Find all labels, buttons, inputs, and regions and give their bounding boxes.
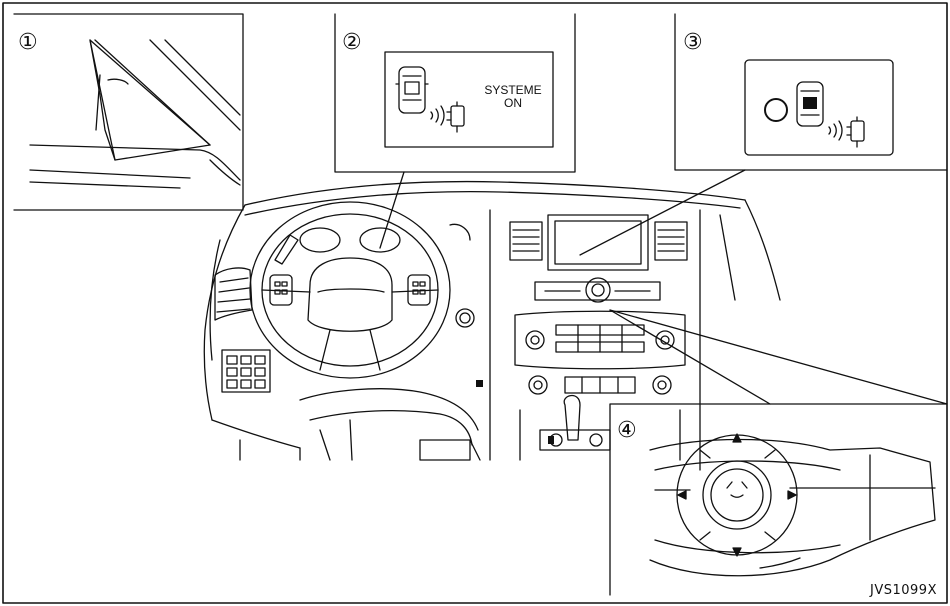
leader-lines [379, 169, 948, 405]
callout-3: ③ [683, 30, 703, 55]
meter-display [384, 51, 554, 148]
gear-lever [563, 394, 581, 441]
multifunction-controller-icon [649, 433, 936, 577]
system-status-line2: ON [504, 96, 522, 110]
center-stack [489, 209, 701, 471]
mirror-indicator-icon [107, 78, 129, 85]
center-display [547, 214, 649, 271]
callout-2: ② [342, 30, 362, 55]
left-switch-panel [221, 349, 271, 393]
steering-wheel [249, 201, 451, 379]
dashboard-outline [203, 180, 781, 461]
vehicle-sonar-icon [395, 66, 465, 133]
callout-4: ④ [617, 418, 637, 443]
panel-4-controller [609, 403, 948, 596]
panel-1-mirror [13, 13, 244, 211]
fuse-indicator [476, 380, 483, 387]
indicator-display [744, 59, 894, 156]
ignition-knob [455, 308, 475, 328]
left-vent [214, 267, 253, 321]
panel-2-meter [334, 13, 576, 173]
system-status-line1: SYSTEME [484, 83, 542, 97]
callout-1: ① [18, 30, 38, 55]
reference-code: JVS1099X [870, 583, 937, 598]
system-status-text: SYSTEME ON [478, 84, 548, 110]
center-controller-dial [585, 277, 611, 303]
panel-3-indicator [674, 13, 948, 171]
lower-dash [299, 380, 483, 461]
indicator-lamp-icon [764, 98, 788, 122]
